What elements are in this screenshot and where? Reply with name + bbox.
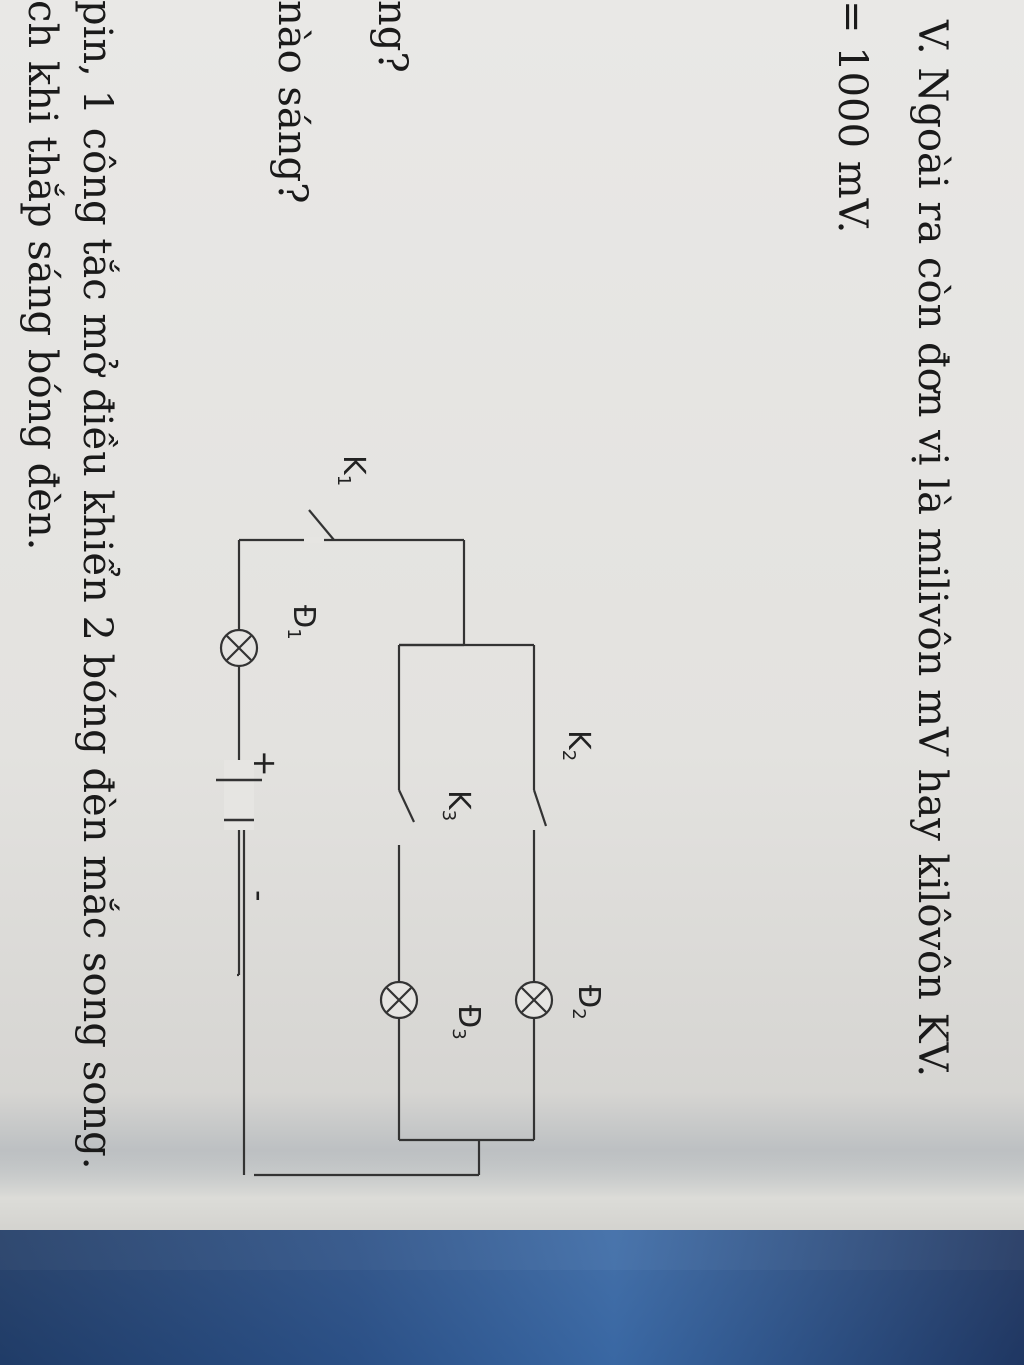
circuit-wires <box>237 538 536 1177</box>
label-d3: Đ3 <box>448 1005 486 1040</box>
switch-k3 <box>398 789 415 823</box>
switch-k1 <box>304 509 335 543</box>
lamp-d3 <box>379 980 419 1020</box>
label-k3: K3 <box>438 790 476 821</box>
label-plus: + <box>246 750 284 777</box>
label-k1: K1 <box>333 455 371 486</box>
circuit-labels: K1 K2 K3 Đ1 Đ2 Đ3 + - <box>241 455 606 1040</box>
fabric-background <box>0 1230 1024 1365</box>
label-minus: - <box>241 890 279 902</box>
lamp-d1 <box>219 628 259 668</box>
switch-k2 <box>532 789 548 827</box>
lamp-d2 <box>514 980 554 1020</box>
label-d1: Đ1 <box>283 605 321 640</box>
battery <box>216 760 262 830</box>
label-d2: Đ2 <box>568 985 606 1020</box>
label-k2: K2 <box>558 730 596 761</box>
